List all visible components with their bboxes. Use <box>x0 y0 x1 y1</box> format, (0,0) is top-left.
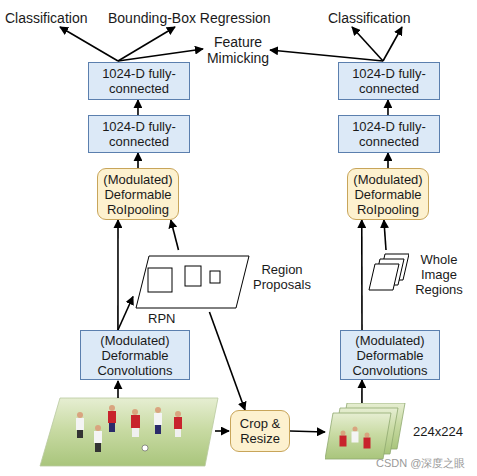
crop-field <box>325 413 391 459</box>
player-legs <box>77 430 83 438</box>
flow-arrow <box>209 312 245 410</box>
player-shirt <box>108 411 116 423</box>
player-head <box>365 433 370 438</box>
player-shirt <box>364 438 371 449</box>
flow-arrow <box>384 220 386 250</box>
node-text: 1024-D fully-connected <box>339 119 439 149</box>
output-arrow <box>118 49 203 61</box>
cropped-images: 224x224 <box>325 403 467 461</box>
player-head <box>155 407 161 413</box>
player <box>131 409 140 437</box>
flow-arrow <box>361 220 363 330</box>
output-label: Bounding-Box Regression <box>108 10 293 26</box>
flow-arrow <box>387 100 389 115</box>
player-shirt <box>340 436 347 447</box>
sheet-outline <box>136 256 249 308</box>
player-head <box>175 411 181 417</box>
proposal-box <box>185 266 201 286</box>
player-shirt <box>131 415 140 428</box>
node-text: Region Proposals <box>251 262 313 292</box>
layer-box: 1024-D fully-connected <box>88 62 190 100</box>
output-arrow <box>118 27 175 61</box>
player-legs <box>132 428 139 437</box>
node-text: (Modulated) Deformable RoIpooling <box>98 172 178 217</box>
player-shirt <box>352 432 359 443</box>
output-label: Feature Mimicking <box>203 34 273 66</box>
photo-field <box>40 398 218 466</box>
flow-arrow <box>117 220 119 330</box>
layer-box: (Modulated) Deformable Convolutions <box>340 330 440 380</box>
input-arrow <box>117 381 119 398</box>
output-label: Classification <box>328 10 428 26</box>
ball <box>142 445 148 451</box>
player-shirt <box>76 418 84 430</box>
proposal-box <box>148 268 172 292</box>
player-legs <box>175 429 181 437</box>
region-proposals: Region Proposals <box>133 250 315 312</box>
player-shirt <box>174 417 182 429</box>
node-text: 1024-D fully-connected <box>339 66 439 96</box>
layer-box: 1024-D fully-connected <box>88 115 190 153</box>
watermark: CSDN @深度之眼 <box>376 455 476 471</box>
output-arrow <box>270 50 383 61</box>
whole-image-regions: Whole Image Regions <box>365 250 470 300</box>
layer-box: 1024-D fully-connected <box>338 62 440 100</box>
player-shirt <box>154 413 162 425</box>
player-head <box>109 405 115 411</box>
player-head <box>341 431 346 436</box>
node-text: Crop & Resize <box>231 416 289 446</box>
flow-arrow <box>361 380 363 403</box>
node-text: (Modulated) Deformable Convolutions <box>81 333 189 378</box>
edge-label: RPN <box>148 311 175 326</box>
flow-arrow <box>137 153 139 168</box>
region-stack <box>365 250 409 300</box>
output-arrow <box>60 27 118 61</box>
player-head <box>77 412 83 418</box>
player <box>94 425 102 452</box>
region-sheet <box>369 264 399 290</box>
player-head <box>95 425 101 431</box>
operation-box: Crop & Resize <box>230 410 290 452</box>
player <box>76 412 84 438</box>
node-text: 224x224 <box>409 424 467 439</box>
output-arrow <box>383 27 402 61</box>
player-head <box>353 427 358 432</box>
layer-box: 1024-D fully-connected <box>338 115 440 153</box>
proposals-sheet <box>133 250 251 312</box>
flow-arrow <box>137 100 139 115</box>
player-shirt <box>94 431 102 443</box>
players <box>76 405 182 452</box>
player <box>108 405 116 432</box>
player <box>154 407 162 434</box>
image-stack <box>325 403 409 461</box>
layer-box: (Modulated) Deformable Convolutions <box>80 330 190 380</box>
operation-box: (Modulated) Deformable RoIpooling <box>347 168 429 220</box>
input-photo <box>40 398 218 466</box>
player <box>174 411 182 437</box>
node-text: (Modulated) Deformable Convolutions <box>341 333 439 378</box>
node-text: Whole Image Regions <box>409 252 469 297</box>
player-legs <box>155 425 161 434</box>
node-text: 1024-D fully-connected <box>89 66 189 96</box>
proposal-box <box>210 271 220 283</box>
flow-arrow <box>290 431 325 432</box>
operation-box: (Modulated) Deformable RoIpooling <box>97 168 179 220</box>
node-text: (Modulated) Deformable RoIpooling <box>348 172 428 217</box>
output-label: Classification <box>5 10 105 26</box>
player-head <box>132 409 138 415</box>
flow-arrow <box>387 153 389 168</box>
flow-arrow <box>171 220 179 250</box>
crop-image <box>325 413 391 459</box>
input-arrow <box>215 430 229 432</box>
output-arrow <box>352 27 383 61</box>
node-text: 1024-D fully-connected <box>89 119 189 149</box>
player-legs <box>109 423 115 432</box>
flow-arrow <box>118 297 133 331</box>
player-legs <box>95 443 101 452</box>
